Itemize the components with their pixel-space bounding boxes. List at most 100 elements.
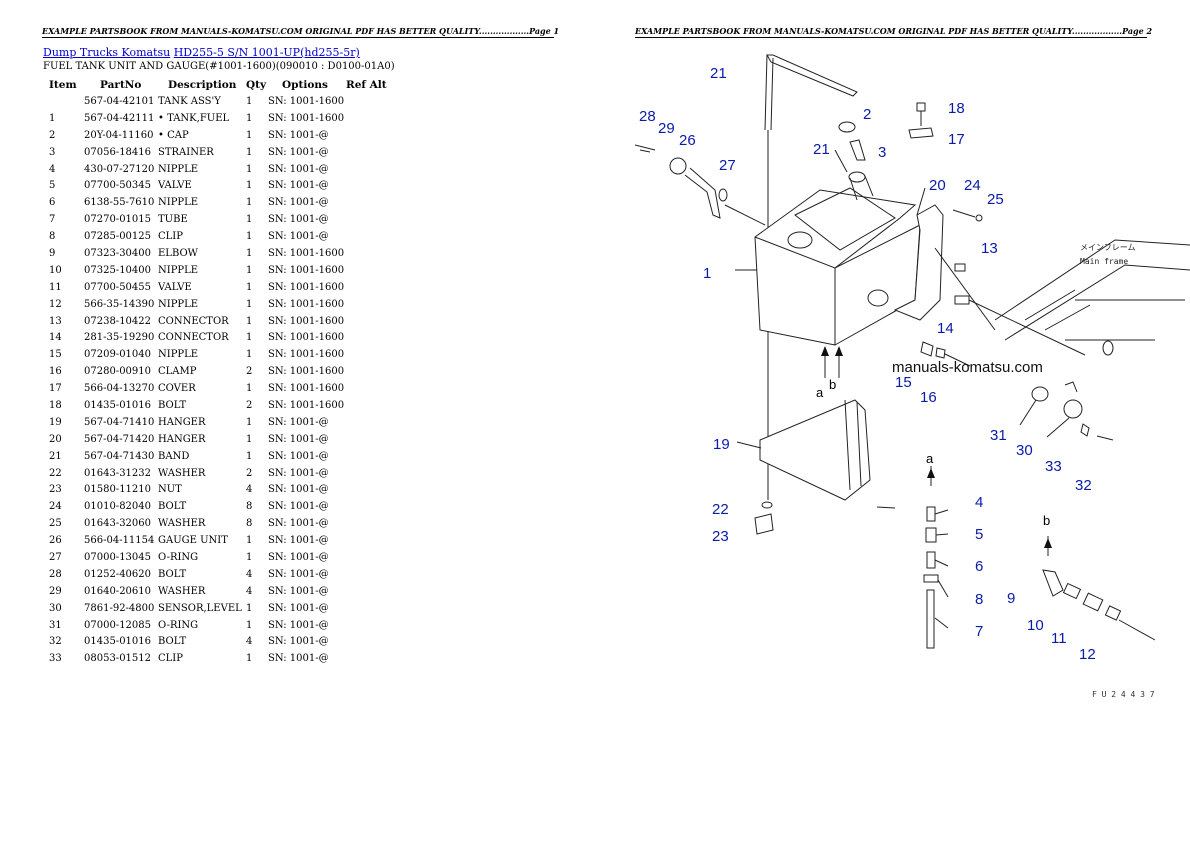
col-item: Item xyxy=(49,79,77,91)
cell-options: SN: 1001-@ xyxy=(268,551,329,563)
callout-27: 27 xyxy=(719,157,736,174)
callout-3: 3 xyxy=(878,144,886,161)
cell-ref-alt xyxy=(346,498,396,515)
cell-qty: 1 xyxy=(246,281,253,293)
cell-qty: 1 xyxy=(246,247,253,259)
cell-ref-alt xyxy=(346,346,396,363)
cell-item: 25 xyxy=(49,518,62,530)
cell-qty: 1 xyxy=(246,416,253,428)
cell-options: SN: 1001-1600 xyxy=(268,315,345,327)
cell-options: SN: 1001-@ xyxy=(268,231,329,243)
callout-33: 33 xyxy=(1045,458,1062,475)
parts-table: Item PartNo Description Qty Options Ref … xyxy=(43,77,396,667)
breadcrumb: Dump Trucks Komatsu HD255-5 S/N 1001-UP(… xyxy=(43,46,360,59)
callout-25: 25 xyxy=(987,191,1004,208)
col-ref-alt: Ref Alt xyxy=(346,79,387,91)
cell-options: SN: 1001-@ xyxy=(268,501,329,513)
tank-arrows xyxy=(821,346,843,378)
detail-label-b: b xyxy=(1043,513,1050,528)
cell-item: 26 xyxy=(49,535,62,547)
cell-description: NUT xyxy=(158,484,182,496)
cell-ref-alt xyxy=(346,650,396,667)
cell-ref-alt xyxy=(346,566,396,583)
cell-partno: 07056-18416 xyxy=(84,146,152,158)
cell-description: HANGER xyxy=(158,433,206,445)
callout-8: 8 xyxy=(975,591,983,608)
callout-15: 15 xyxy=(895,374,912,391)
hanger-20-drawing xyxy=(893,204,944,321)
cell-partno: 01643-31232 xyxy=(84,467,152,479)
cell-partno: 6138-55-7610 xyxy=(84,197,155,209)
cell-item: 31 xyxy=(49,619,62,631)
col-options: Options xyxy=(282,79,328,91)
callout-22: 22 xyxy=(712,501,729,518)
cell-item: 29 xyxy=(49,585,62,597)
cell-ref-alt xyxy=(346,363,396,380)
watermark: manuals-komatsu.com xyxy=(892,359,1043,376)
cell-options: SN: 1001-1600 xyxy=(268,264,345,276)
level-sensor-drawing xyxy=(1031,381,1114,441)
cell-qty: 1 xyxy=(246,551,253,563)
cell-description: GAUGE UNIT xyxy=(158,535,228,547)
cell-description: WASHER xyxy=(158,518,206,530)
callout-16: 16 xyxy=(920,389,937,406)
cell-partno: 07000-13045 xyxy=(84,551,152,563)
cell-options: SN: 1001-@ xyxy=(268,197,329,209)
breadcrumb-link-dump-trucks[interactable]: Dump Trucks Komatsu xyxy=(43,46,171,59)
callout-21: 21 xyxy=(813,141,830,158)
cell-item: 2 xyxy=(49,129,56,141)
cell-partno: 566-04-13270 xyxy=(84,383,155,395)
cell-partno: 20Y-04-11160 xyxy=(84,129,154,141)
cell-ref-alt xyxy=(346,448,396,465)
cell-qty: 1 xyxy=(246,619,253,631)
cell-ref-alt xyxy=(346,93,396,110)
callout-1: 1 xyxy=(703,265,711,282)
cell-options: SN: 1001-@ xyxy=(268,484,329,496)
cell-qty: 1 xyxy=(246,231,253,243)
cell-item: 14 xyxy=(49,332,62,344)
arrow-label-a: a xyxy=(816,385,824,400)
cell-ref-alt xyxy=(346,127,396,144)
callout-23: 23 xyxy=(712,528,729,545)
cell-options: SN: 1001-1600 xyxy=(268,112,345,124)
cell-item xyxy=(43,93,84,110)
cell-qty: 1 xyxy=(246,383,253,395)
cell-description: VALVE xyxy=(158,180,192,192)
cell-qty: 1 xyxy=(246,264,253,276)
cell-ref-alt xyxy=(346,144,396,161)
clamp-drawing xyxy=(920,341,971,367)
cell-partno: 01252-40620 xyxy=(84,568,152,580)
cell-options: SN: 1001-1600 xyxy=(268,332,345,344)
cell-item: 1 xyxy=(49,112,56,124)
callout-18: 18 xyxy=(948,100,965,117)
cell-partno: 567-04-42101 xyxy=(84,95,155,107)
cell-partno: 07700-50455 xyxy=(84,281,152,293)
cell-options: SN: 1001-@ xyxy=(268,180,329,192)
cell-item: 22 xyxy=(49,467,62,479)
cell-qty: 2 xyxy=(246,399,253,411)
main-frame-drawing xyxy=(994,239,1190,356)
breadcrumb-link-model[interactable]: HD255-5 S/N 1001-UP(hd255-5r) xyxy=(173,46,360,59)
cell-item: 11 xyxy=(49,281,62,293)
callout-30: 30 xyxy=(1016,442,1033,459)
cell-item: 19 xyxy=(49,416,62,428)
cell-item: 27 xyxy=(49,551,62,563)
cell-options: SN: 1001-@ xyxy=(268,163,329,175)
cell-description: • TANK,FUEL xyxy=(158,112,230,124)
cell-ref-alt xyxy=(346,110,396,127)
cell-partno: 01643-32060 xyxy=(84,518,152,530)
cell-ref-alt xyxy=(346,431,396,448)
col-description: Description xyxy=(168,79,237,91)
